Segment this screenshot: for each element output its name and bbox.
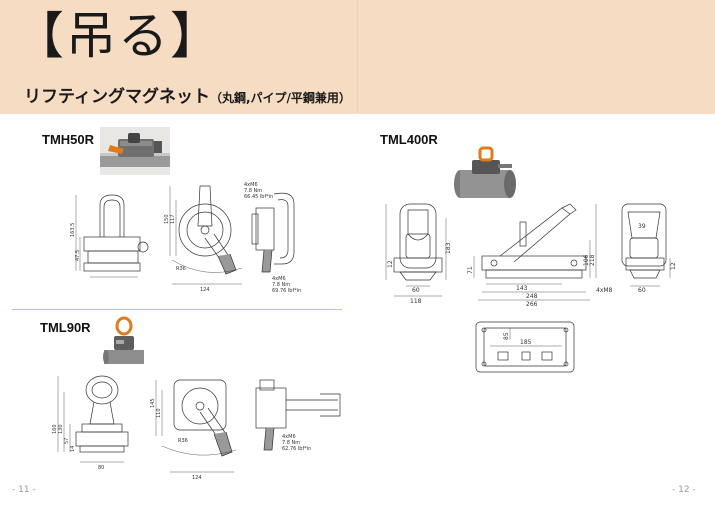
dim-tmh50r-side-height: 150 [164, 214, 170, 224]
drawing-tml400r-side: 71 106 218 143 248 266 [462, 200, 602, 308]
dim-tmh50r-side-width: 124 [200, 287, 210, 293]
dim-tml400r-end-width: 60 [638, 287, 646, 294]
dim-tml400r-front-width: 118 [410, 298, 422, 305]
model-label-tml400r: TML400R [380, 132, 438, 147]
product-photo-tmh50r [100, 127, 170, 175]
product-photo-tml400r [452, 146, 518, 204]
dim-tml400r-end-top: 39 [638, 223, 646, 230]
drawing-tml400r-bottom: 85 185 [470, 318, 580, 378]
drawing-tml90r-front: 160 130 57 14 80 [50, 372, 150, 472]
dim-tmh50r-angle: R36 [176, 266, 186, 272]
dim-tml90r-angle: R36 [178, 438, 188, 444]
subtitle-paren: （丸鋼,パイプ/平鋼兼用） [209, 91, 351, 105]
dim-tml90r-front-b: 57 [64, 438, 70, 444]
page-number-right: - 12 - [672, 485, 696, 495]
dim-tml400r-front-width-inner: 60 [412, 287, 420, 294]
model-label-tml90r: TML90R [40, 320, 91, 335]
product-photo-tml90r [100, 314, 148, 372]
page-gutter [357, 0, 358, 114]
dim-tml400r-side-height-b: 106 [583, 254, 590, 266]
dim-tmh50r-side-inner: 117 [170, 214, 176, 224]
dim-tml400r-bottom-b: 185 [520, 339, 532, 346]
drawing-tmh50r-side: 150 117 124 R36 [160, 180, 250, 295]
subtitle-main: リフティングマグネット [24, 87, 210, 107]
drawing-tml400r-end: 39 12 60 4xM8 [596, 198, 677, 298]
drawing-tml90r-side: 145 110 124 R36 [148, 376, 246, 484]
dim-tml400r-side-len-b: 248 [526, 293, 538, 300]
dim-tml90r-front-a: 130 [58, 424, 64, 434]
dim-tml400r-front-height: 183 [445, 242, 452, 254]
section-divider [12, 309, 342, 310]
model-label-tmh50r: TMH50R [42, 132, 95, 147]
dim-tml400r-front-base: 12 [387, 260, 394, 268]
dim-tml400r-bottom-a: 85 [503, 332, 510, 340]
drawing-tmh50r-front: 163.5 47.5 [70, 185, 155, 295]
dim-tmh50r-front-base: 47.5 [75, 250, 81, 261]
page-number-left: - 11 - [12, 485, 36, 495]
dim-tml90r-front-width: 80 [98, 465, 104, 471]
dim-tml90r-side-width: 124 [192, 475, 202, 481]
page-subtitle: リフティングマグネット（丸鋼,パイプ/平鋼兼用） [24, 82, 351, 107]
page-title: 【吊る】 [14, 7, 222, 65]
drawing-tml400r-front: 183 12 60 118 [380, 198, 452, 308]
dim-tml400r-side-len-a: 143 [516, 285, 528, 292]
dim-tml400r-side-len-c: 266 [526, 301, 538, 308]
dim-tml400r-end-screw: 4xM8 [596, 287, 613, 294]
dim-tml400r-side-height-a: 71 [467, 266, 474, 274]
dim-tml90r-side-height: 145 [150, 398, 156, 408]
dim-tml90r-front-c: 14 [70, 446, 76, 452]
dim-tml90r-side-inner: 110 [156, 408, 162, 418]
dim-tml90r-front-total: 160 [52, 424, 58, 434]
dim-tmh50r-front-total: 163.5 [70, 223, 76, 237]
dim-tml400r-side-height-c: 218 [589, 254, 596, 266]
dim-tml400r-end-base: 12 [670, 262, 677, 270]
